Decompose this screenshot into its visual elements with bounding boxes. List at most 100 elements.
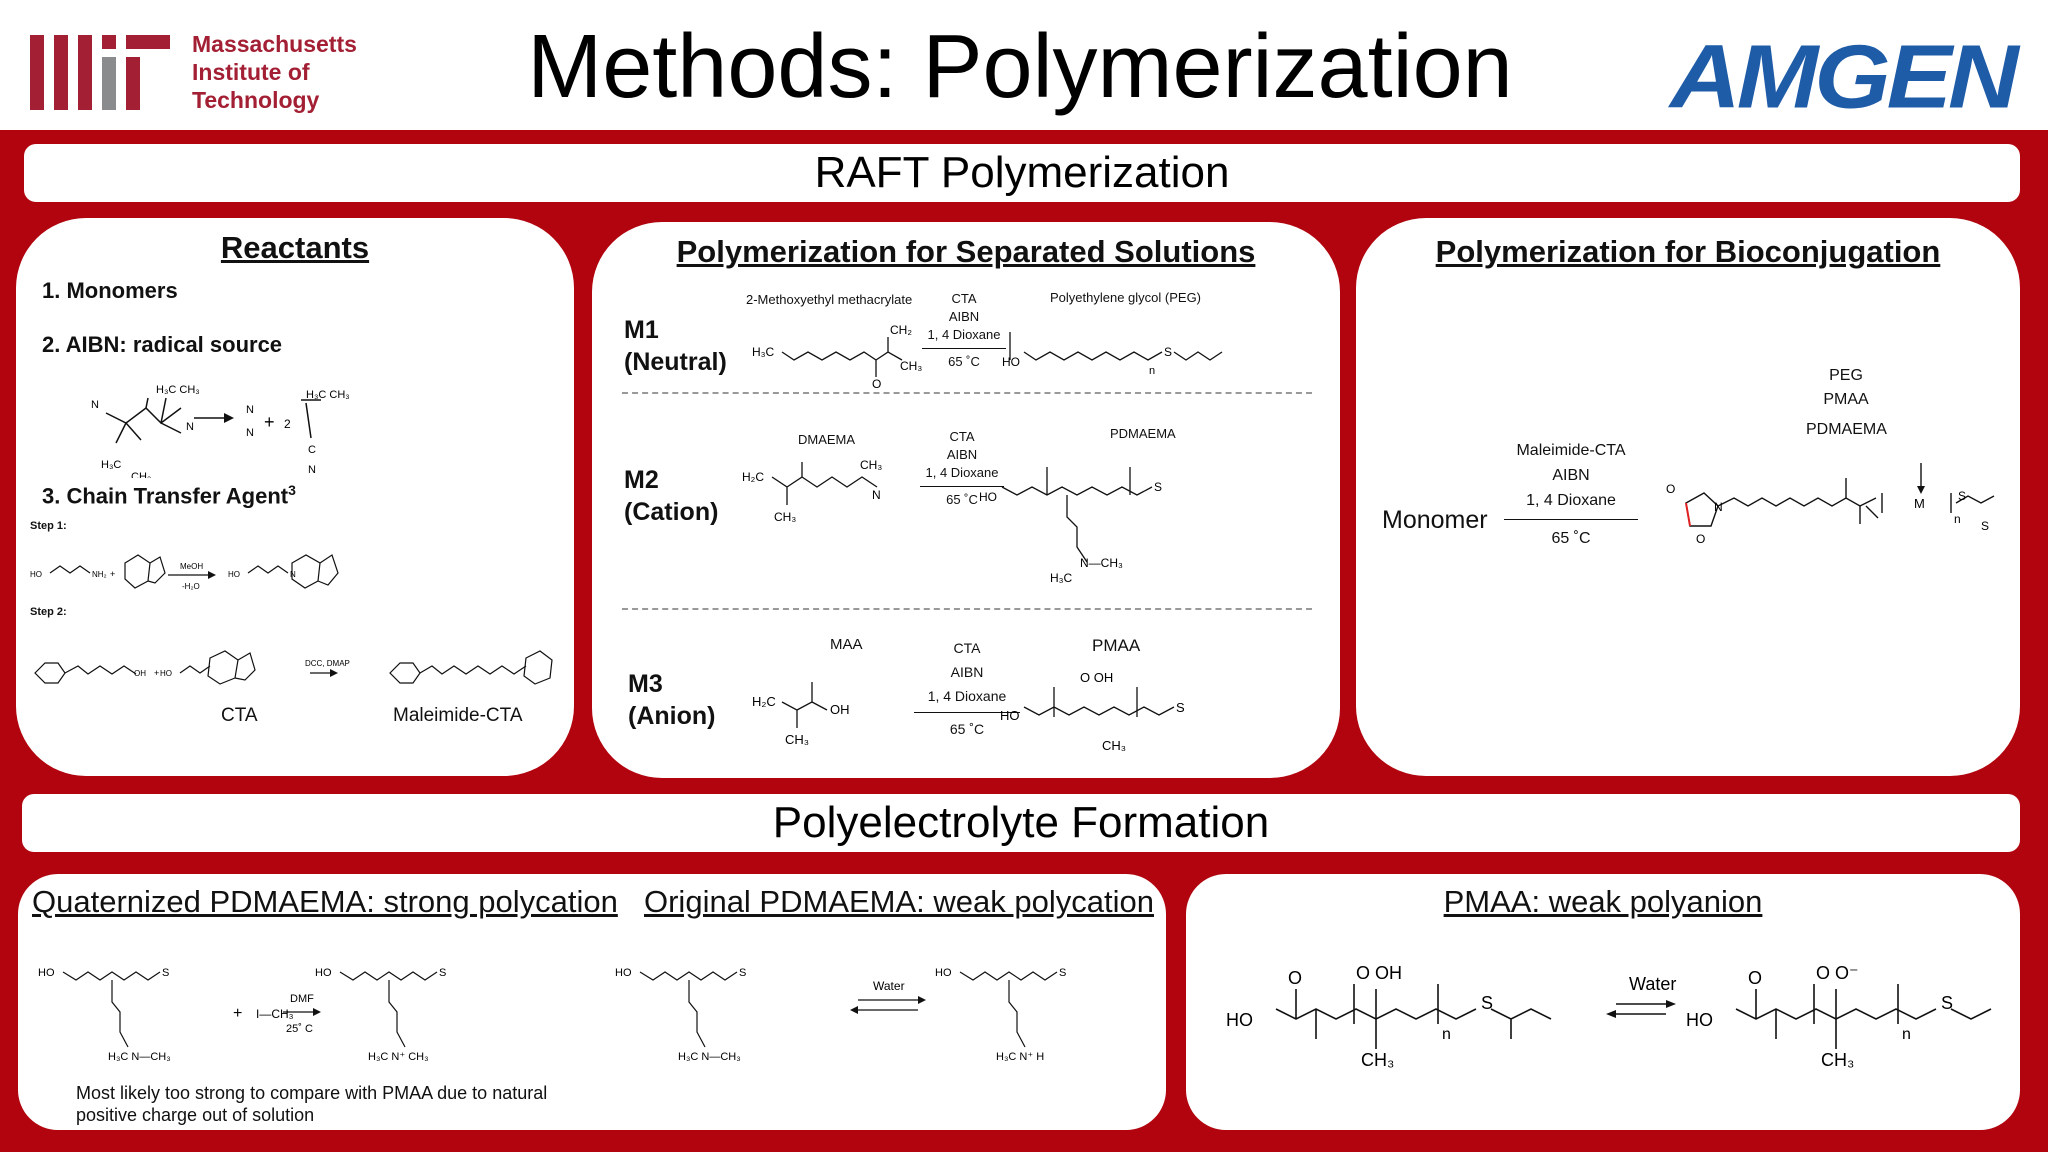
m2-cond-solvent: 1, 4 Dioxane <box>925 465 999 480</box>
quat-s-1: S <box>162 967 169 979</box>
m3-ch3: CH₃ <box>785 732 809 747</box>
bio-o-top: O <box>1666 482 1675 496</box>
dcc-label: DCC, DMAP <box>305 659 350 668</box>
orig-s-2: S <box>1059 967 1066 979</box>
cta-footnote: 3 <box>288 482 296 498</box>
separated-panel: Polymerization for Separated Solutions M… <box>592 222 1340 778</box>
m3-ch3-b: CH₃ <box>1102 738 1126 753</box>
pmaa-anion-s: S <box>1941 993 1953 1013</box>
quat-title: Quaternized PDMAEMA: strong polycation <box>32 884 618 919</box>
aibn-plus: + <box>264 412 275 432</box>
bio-polymers: PEG PMAA PDMAEMA <box>1806 364 1887 442</box>
bio-polymer-pdmaema: PDMAEMA <box>1806 421 1887 438</box>
m1-product-name: Polyethylene glycol (PEG) <box>1050 290 1202 305</box>
water-label-2: Water <box>1629 974 1676 994</box>
m1-s: S <box>1164 345 1172 359</box>
m1-ch2: CH₂ <box>890 323 912 337</box>
m1-o: O <box>872 377 881 391</box>
m3-label: M3 (Anion) <box>628 668 715 732</box>
mit-line-2: Institute of <box>192 59 310 85</box>
raft-banner: RAFT Polymerization <box>24 144 2020 202</box>
step-2-scheme: OH + HO DCC, DMAP <box>34 650 553 685</box>
orig-nme2: H₃C N—CH₃ <box>678 1051 741 1063</box>
dmf-label: DMF <box>290 993 314 1005</box>
bio-structure: O O N M n S S <box>1666 463 1995 546</box>
m2-type: (Cation) <box>624 498 719 526</box>
m3-name: M3 <box>628 670 663 698</box>
bio-m: M <box>1914 496 1925 511</box>
bio-conditions: Maleimide-CTA AIBN 1, 4 Dioxane 65 ˚C <box>1496 438 1646 551</box>
m2-label: M2 (Cation) <box>624 464 718 528</box>
bio-s: S <box>1958 489 1966 503</box>
water-label-1: Water <box>873 979 905 993</box>
cta-heading-text: 3. Chain Transfer Agent <box>42 483 289 509</box>
reactants-title: Reactants <box>220 230 370 265</box>
quat-nme3: H₃C N⁺ CH₃ <box>368 1051 429 1063</box>
aibn-ch3: CH₃ <box>131 471 151 478</box>
step-1-scheme: HO NH₂ + MeOH -H₂O HO N <box>30 554 339 591</box>
bio-arrow <box>1504 519 1638 520</box>
header: Massachusetts Institute of Technology Me… <box>0 0 2048 130</box>
monomer-label: Monomer <box>1382 506 1488 534</box>
bio-cond-temp: 65 ˚C <box>1551 530 1591 547</box>
reactant-item-1: 1. Monomers <box>42 278 178 303</box>
reactant-item-2: 2. AIBN: radical source <box>42 332 283 357</box>
radical-c: C <box>308 444 316 456</box>
m1-cond-cta: CTA <box>951 291 977 306</box>
aibn-two: 2 <box>284 417 291 431</box>
m1-ho: HO <box>1002 355 1020 369</box>
bio-polymer-peg: PEG <box>1829 367 1863 384</box>
m3-structures: H₂C OH CH₃ HO O OH CH₃ S <box>752 670 1185 753</box>
quat-ho-1: HO <box>38 967 55 979</box>
n2-label: N <box>246 404 254 416</box>
m1-cond-aibn: AIBN <box>948 309 980 324</box>
quat-plus: + <box>233 1005 242 1022</box>
m2-h2c: H₂C <box>742 470 764 484</box>
m2-ch3-b: CH₃ <box>774 510 796 524</box>
pmaa-anion-o: O <box>1748 968 1762 988</box>
bio-polymer-pmaa: PMAA <box>1823 391 1869 408</box>
aibn-scheme: N H₃C CH₃ H₃C CH₃ N N N + 2 H₃C CH₃ C N <box>91 384 350 478</box>
bio-s-2: S <box>1981 519 1989 533</box>
orig-s-1: S <box>739 967 746 979</box>
quat-note-line-2: positive charge out of solution <box>76 1105 315 1125</box>
m2-s: S <box>1154 480 1162 494</box>
pmaa-panel: PMAA: weak polyanion HO O O OH CH₃ n S W… <box>1186 874 2020 1130</box>
reactants-panel: Reactants 1. Monomers 2. AIBN: radical s… <box>16 218 574 776</box>
pmaa-scheme: HO O O OH CH₃ n S Water HO O O O⁻ CH₃ n … <box>1226 963 1992 1070</box>
step2-ho: HO <box>160 669 172 678</box>
m1-ch3: CH₃ <box>900 359 922 373</box>
temp-label: 25˚ C <box>286 1023 313 1035</box>
quat-s-2: S <box>439 967 446 979</box>
bio-cond-cta: Maleimide-CTA <box>1516 442 1626 459</box>
mit-logo <box>30 35 170 110</box>
radical-n: N <box>308 464 316 476</box>
m2-arrow <box>920 486 1004 487</box>
separated-title: Polymerization for Separated Solutions <box>676 234 1256 269</box>
m1-conditions: CTA AIBN 1, 4 Dioxane 65 ˚C <box>914 290 1014 371</box>
m3-cooh: O OH <box>1080 670 1113 685</box>
separator-1 <box>622 392 1312 394</box>
pmaa-title: PMAA: weak polyanion <box>1443 884 1763 919</box>
pdmaema-schemes: HO S H₃C N—CH₃ + I—CH₃ DMF 25˚ C HO S H₃… <box>38 967 1066 1063</box>
bio-n-sub: n <box>1954 512 1961 526</box>
methyl-iodide: I—CH₃ <box>256 1007 294 1021</box>
m3-oh: OH <box>830 702 850 717</box>
m2-n-ch3: N—CH₃ <box>1080 556 1123 570</box>
m3-arrow <box>914 712 1020 713</box>
orig-ho-2: HO <box>935 967 952 979</box>
ethanolamine-ho: HO <box>30 570 42 579</box>
pdmaema-panel: Quaternized PDMAEMA: strong polycation O… <box>18 874 1166 1130</box>
reactant-item-3: 3. Chain Transfer Agent3 <box>42 482 296 509</box>
meoh-label: MeOH <box>180 562 203 571</box>
m3-monomer-name: MAA <box>830 636 863 653</box>
page-title: Methods: Polymerization <box>527 17 1513 117</box>
pmaa-ho: HO <box>1226 1010 1253 1030</box>
quat-note: Most likely too strong to compare with P… <box>76 1082 547 1126</box>
pmaa-s: S <box>1481 993 1493 1013</box>
radical-methyls: H₃C CH₃ <box>306 389 350 401</box>
m1-cond-temp: 65 ˚C <box>948 354 980 369</box>
amgen-logo: AMGEN <box>1670 25 2019 127</box>
m1-n: n <box>1149 365 1155 377</box>
pmaa-ch3: CH₃ <box>1361 1050 1394 1070</box>
